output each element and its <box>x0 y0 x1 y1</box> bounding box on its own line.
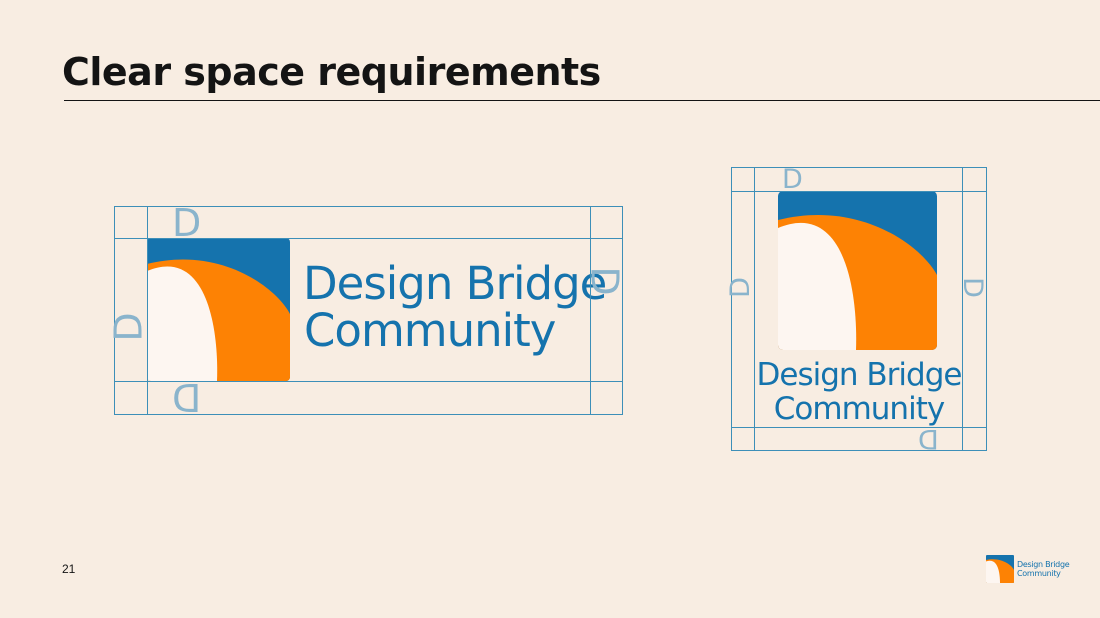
vertical-wordmark-line2: Community <box>773 391 945 427</box>
clear-space-marker-bottom: D <box>172 375 202 419</box>
title-rule <box>64 100 1100 101</box>
slide-title: Clear space requirements <box>62 50 601 94</box>
vertical-logo-mark <box>778 191 937 350</box>
footer-wordmark-line2: Community <box>1017 569 1061 578</box>
clear-space-marker-top: D <box>172 201 202 245</box>
clear-space-marker-right-vertical: D <box>956 277 988 298</box>
footer-wordmark-line1: Design Bridge <box>1017 560 1070 569</box>
page-number: 21 <box>62 562 76 576</box>
clear-space-marker-left: D <box>106 312 151 342</box>
horizontal-logo-mark <box>147 238 290 381</box>
clear-space-marker-right: D <box>582 266 627 296</box>
vertical-wordmark-line1: Design Bridge <box>756 357 963 393</box>
footer-logo-mark <box>986 555 1014 583</box>
clear-space-marker-bottom-vertical: D <box>918 423 939 454</box>
horizontal-wordmark-line1: Design Bridge <box>303 257 607 310</box>
clear-space-marker-left-vertical: D <box>724 277 756 298</box>
horizontal-wordmark-line2: Community <box>304 304 556 357</box>
clear-space-marker-top-vertical: D <box>782 164 803 195</box>
footer-logo: Design Bridge Community <box>986 555 1076 585</box>
